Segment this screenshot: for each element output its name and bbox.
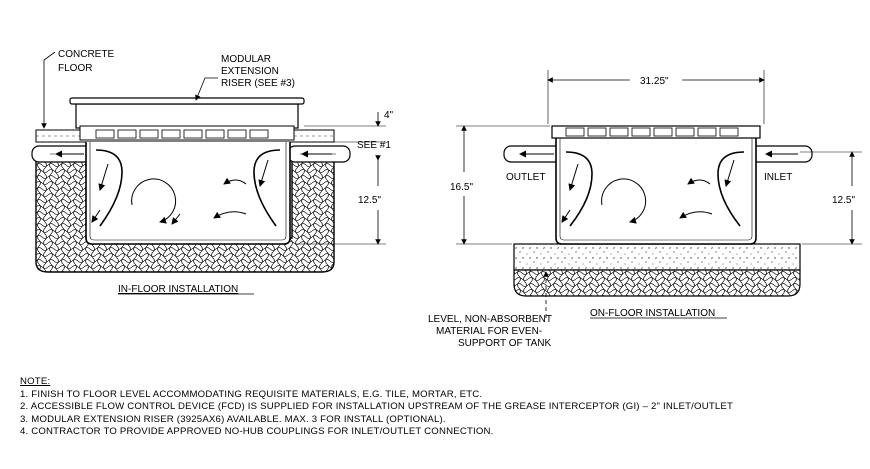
- base-label-2: MATERIAL FOR EVEN-: [436, 326, 542, 337]
- extension-riser: [75, 103, 299, 129]
- note-item: 1. FINISH TO FLOOR LEVEL ACCOMMODATING R…: [20, 388, 483, 400]
- base-label-3: SUPPORT OF TANK: [458, 338, 551, 349]
- concrete-floor-label: CONCRETE: [58, 49, 114, 60]
- note-item: 2. ACCESSIBLE FLOW CONTROL DEVICE (FCD) …: [20, 401, 734, 413]
- support-slab: [513, 243, 801, 271]
- outlet-baffle: [95, 149, 123, 227]
- riser-label-3: RISER (SEE #3): [221, 78, 295, 89]
- dim-depth-right: 12.5": [832, 195, 855, 206]
- concrete-floor-label-2: FLOOR: [58, 63, 92, 74]
- inlet-baffle: [253, 149, 281, 227]
- in-floor-view: CONCRETE FLOOR MODULAR EXTENSION RISER (…: [31, 49, 394, 295]
- riser-label: MODULAR: [221, 54, 271, 65]
- dim-height: 16.5": [450, 182, 473, 193]
- notes-header: NOTE:: [20, 376, 51, 387]
- note-item: 3. MODULAR EXTENSION RISER (3925AX6) AVA…: [20, 413, 446, 425]
- on-floor-caption: ON-FLOOR INSTALLATION: [590, 308, 715, 319]
- tank-body: [85, 142, 291, 245]
- notes-block: NOTE: 1. FINISH TO FLOOR LEVEL ACCOMMODA…: [20, 376, 733, 439]
- dim-top: 4": [384, 110, 394, 121]
- riser-label-2: EXTENSION: [221, 66, 279, 77]
- support-gravel: [513, 269, 801, 297]
- dim-see: SEE #1: [357, 140, 391, 151]
- outlet-label: OUTLET: [506, 172, 545, 183]
- on-floor-view: OUTLET INLET 31.25" 16.5" 12.5" LEVEL, N…: [428, 70, 862, 349]
- tank-body-right: [555, 136, 757, 245]
- dim-width: 31.25": [640, 76, 669, 87]
- dim-depth-left: 12.5": [358, 195, 381, 206]
- note-item: 4. CONTRACTOR TO PROVIDE APPROVED NO-HUB…: [20, 426, 494, 438]
- in-floor-caption: IN-FLOOR INSTALLATION: [118, 284, 238, 295]
- inlet-label: INLET: [764, 172, 792, 183]
- base-label-1: LEVEL, NON-ABSORBENT: [428, 314, 552, 325]
